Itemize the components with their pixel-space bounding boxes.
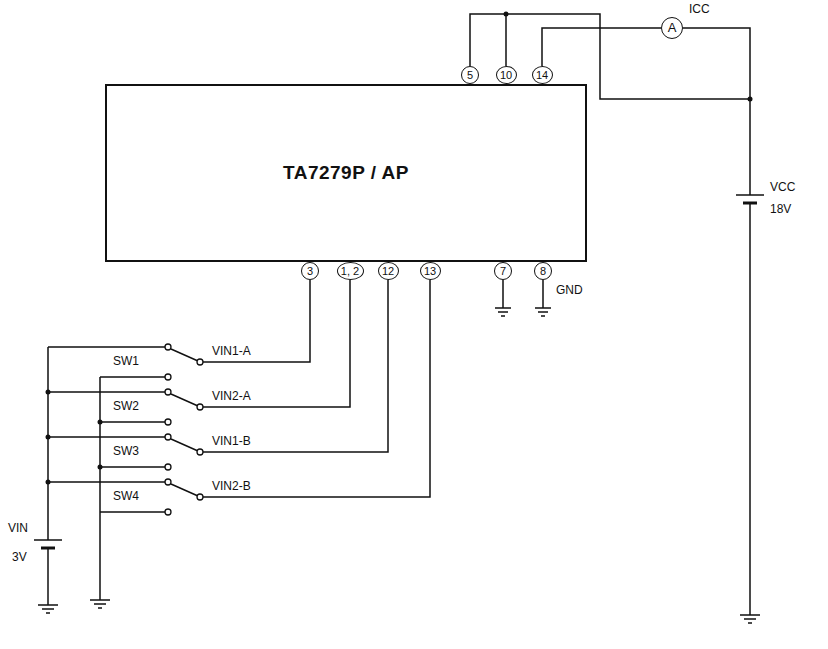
ic-package: TA7279P / AP [105, 84, 587, 262]
switch-label: SW4 [113, 490, 139, 504]
battery-symbol [743, 202, 757, 205]
wire [100, 377, 165, 600]
switch-contact [165, 344, 171, 350]
wire [48, 347, 165, 540]
wire [47, 548, 49, 605]
wire [506, 14, 750, 615]
wire [542, 28, 661, 66]
current-label: ICC [689, 3, 710, 17]
junction-dot [748, 97, 753, 102]
switch-common [197, 449, 203, 455]
pin-number: 7 [494, 262, 512, 280]
pin-label: 3 [307, 265, 313, 277]
switch-common [197, 494, 203, 500]
ground-symbol [495, 308, 511, 316]
pin-number: 13 [420, 262, 441, 280]
ground-label: GND [556, 284, 583, 298]
pin-number: 14 [532, 66, 553, 84]
signal-name: VIN2-B [212, 480, 251, 494]
ground-symbol [740, 615, 760, 623]
switch-contact [165, 434, 171, 440]
junction-dot [46, 480, 51, 485]
pin-number: 8 [534, 262, 552, 280]
pin-number: 1, 2 [337, 262, 364, 280]
switch-label: SW1 [113, 355, 139, 369]
pin-label: 13 [424, 265, 436, 277]
switch-contact [165, 374, 171, 380]
voltage-label: VCC [770, 181, 795, 195]
switch-arm [171, 349, 198, 496]
switch-label: SW2 [113, 400, 139, 414]
pin-label: 5 [467, 69, 473, 81]
pin-label: 7 [500, 265, 506, 277]
switch-common [197, 359, 203, 365]
pin-number: 12 [378, 262, 399, 280]
ground-symbol [90, 600, 110, 608]
pin-number: 10 [496, 66, 517, 84]
voltage-value: 3V [12, 551, 27, 565]
ammeter-symbol: A [661, 17, 683, 39]
junction-dot [98, 465, 103, 470]
pin-label: A [668, 21, 677, 35]
wire [503, 280, 543, 308]
switch-common [197, 404, 203, 410]
battery-symbol [34, 539, 62, 541]
switch-contact [165, 509, 171, 515]
wire [203, 280, 430, 497]
switch-contact [165, 419, 171, 425]
pin-number: 5 [461, 66, 479, 84]
pin-label: 8 [540, 265, 546, 277]
pin-label: 12 [382, 265, 394, 277]
switch-label: SW3 [113, 445, 139, 459]
pin-label: 14 [536, 69, 548, 81]
junction-dot [98, 420, 103, 425]
switch-contact [165, 479, 171, 485]
part-number: TA7279P / AP [283, 163, 409, 184]
pin-number: 3 [301, 262, 319, 280]
junction-dot [46, 435, 51, 440]
ground-symbol [535, 308, 551, 316]
voltage-label: VIN [8, 522, 28, 536]
junction-dot [46, 390, 51, 395]
switch-contact [165, 464, 171, 470]
ground-symbol [38, 605, 58, 613]
battery-symbol [736, 194, 764, 196]
voltage-value: 18V [770, 203, 791, 217]
switch-contact [165, 389, 171, 395]
pin-label: 1, 2 [341, 265, 359, 277]
wire [470, 14, 506, 66]
pin-label: 10 [500, 69, 512, 81]
signal-name: VIN1-B [212, 435, 251, 449]
signal-name: VIN1-A [212, 345, 251, 359]
signal-name: VIN2-A [212, 390, 251, 404]
